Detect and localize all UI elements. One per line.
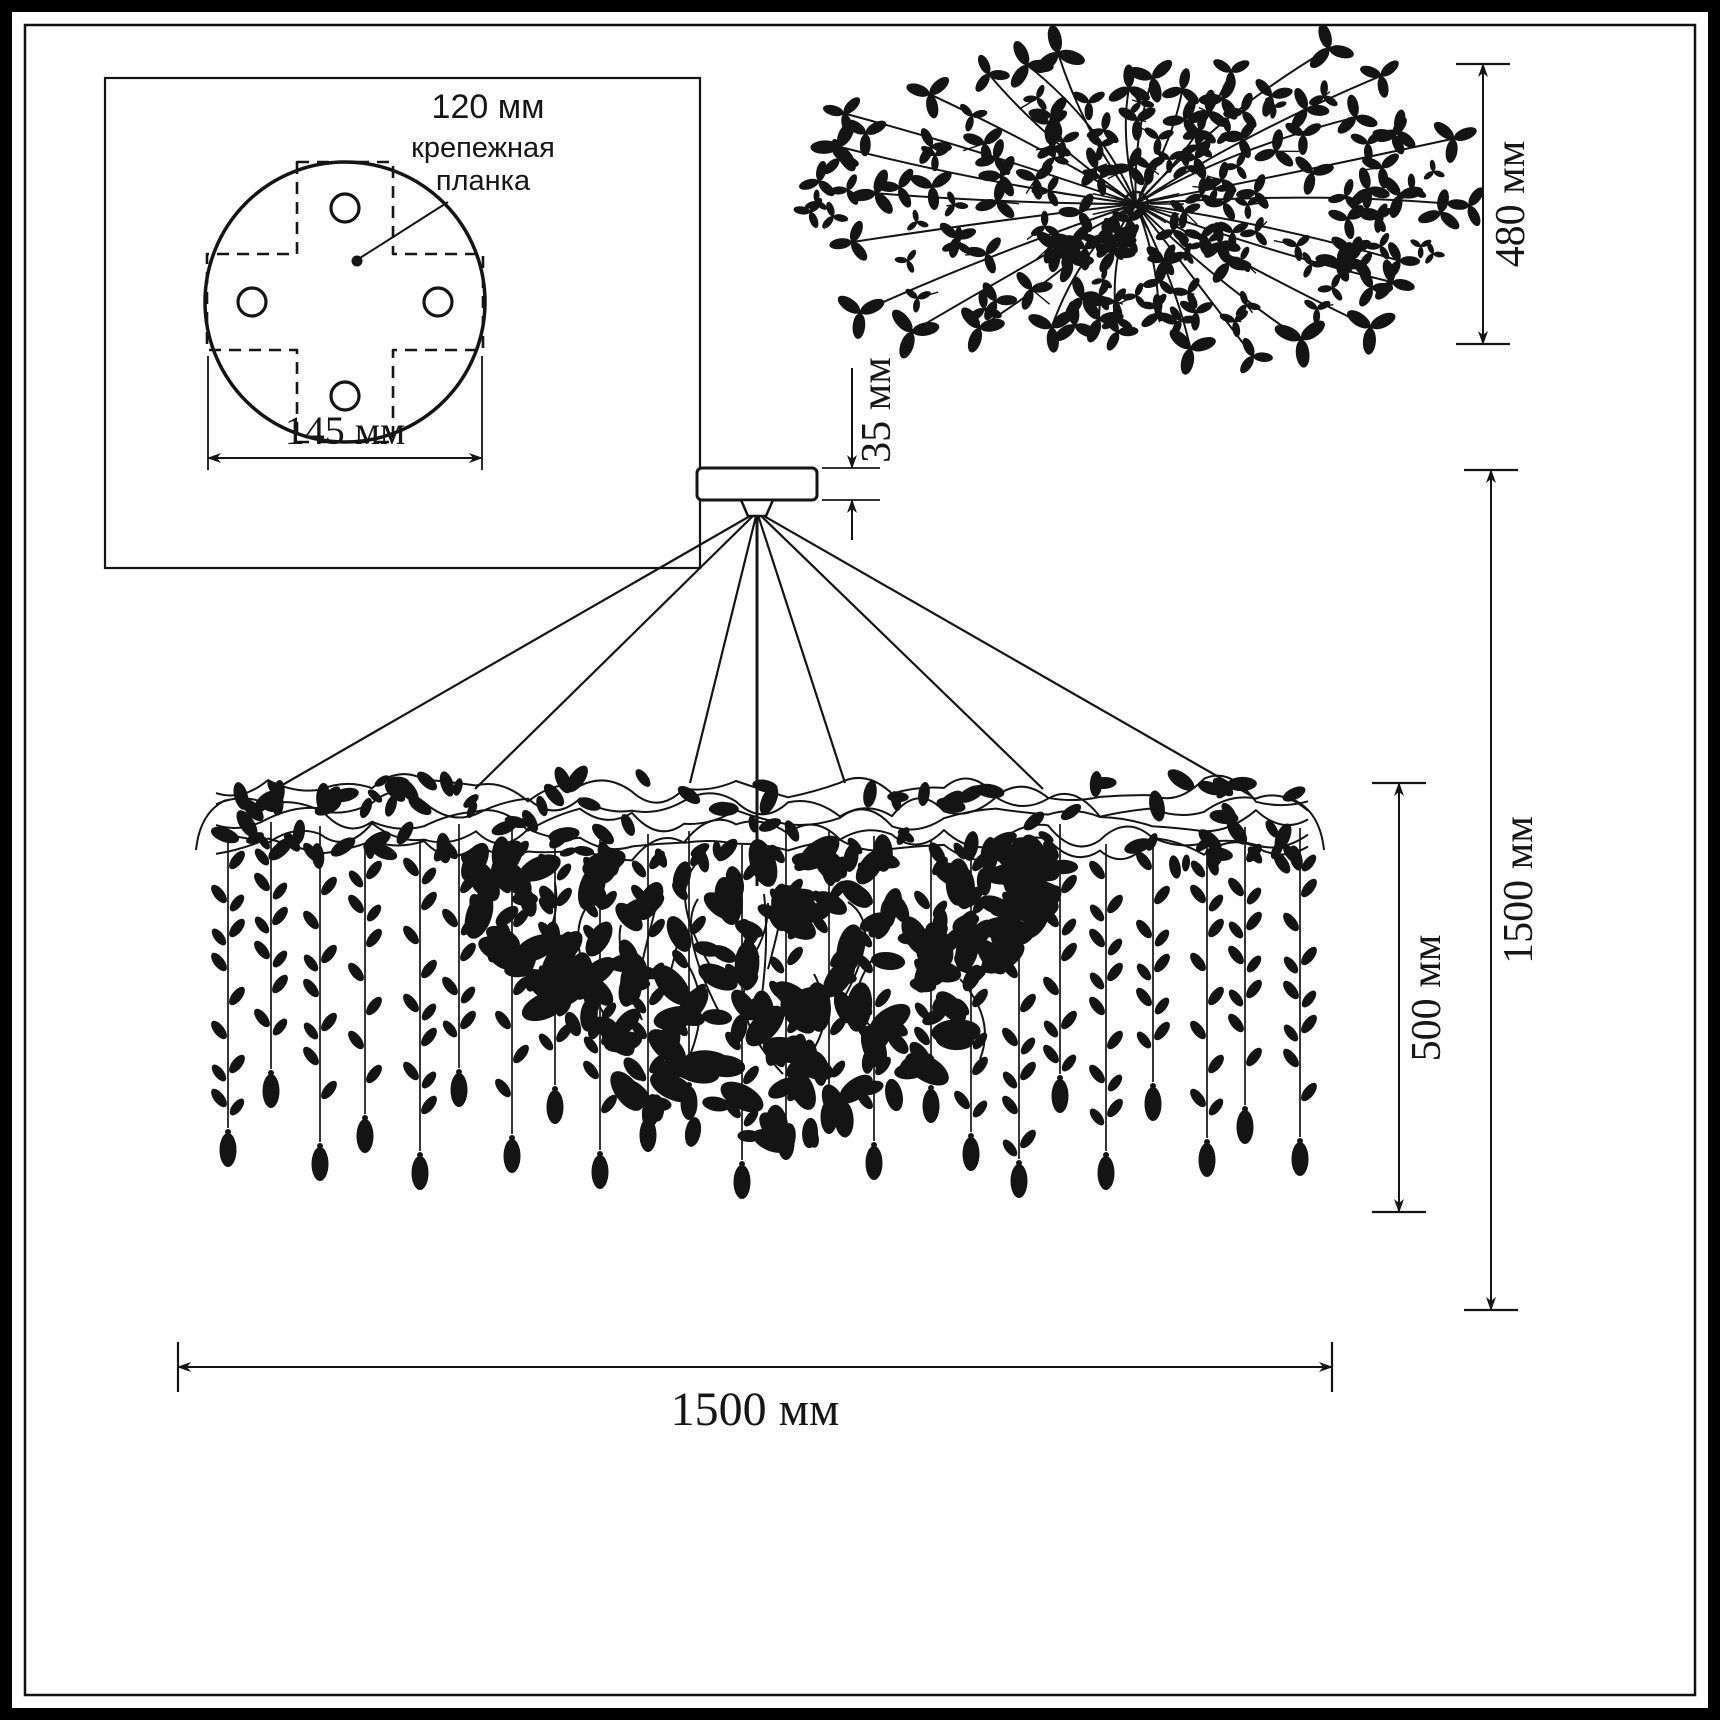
- chandelier-top-view: [793, 23, 1484, 375]
- screw-hole-left: [236, 286, 268, 318]
- dim-total-height: 1500 мм: [1464, 468, 1542, 1312]
- total-width-label: 1500 мм: [671, 1383, 840, 1436]
- dim-canopy-height: 35 мм: [822, 357, 900, 540]
- bracket-leader-line: [359, 201, 449, 259]
- canopy-height-label: 35 мм: [854, 357, 900, 463]
- bracket-center-point: [351, 255, 363, 267]
- dim-top-view-depth: 480 мм: [1456, 62, 1534, 346]
- inset-box: [103, 76, 702, 570]
- dim-total-width: 1500 мм: [176, 1342, 1334, 1436]
- mounting-detail-inset: 120 мм крепежная планка 145 мм: [103, 76, 702, 570]
- bracket-label-line1: крепежная: [411, 132, 555, 164]
- screw-hole-bottom: [329, 380, 361, 412]
- ceiling-canopy: [695, 466, 819, 502]
- chandelier-side-view: [195, 466, 1325, 1199]
- top-view-depth-label: 480 мм: [1488, 141, 1534, 268]
- screw-hole-top: [329, 192, 361, 224]
- mounting-bracket-dashed-cross: [205, 160, 485, 444]
- inner-frame: [23, 23, 1697, 1697]
- body-height-label: 500 мм: [1404, 935, 1450, 1062]
- hole-spacing-label: 120 мм: [432, 88, 545, 126]
- dim-body-height: 500 мм: [1372, 781, 1450, 1214]
- canopy-cup: [739, 498, 775, 518]
- chandelier-hanging-strands: [211, 822, 1317, 1199]
- plate-width-label: 145 мм: [285, 408, 406, 453]
- screw-hole-right: [422, 286, 454, 318]
- dim-plate-width: 145 мм: [207, 356, 483, 470]
- total-height-label: 1500 мм: [1496, 816, 1542, 964]
- bracket-label-line2: планка: [436, 165, 531, 197]
